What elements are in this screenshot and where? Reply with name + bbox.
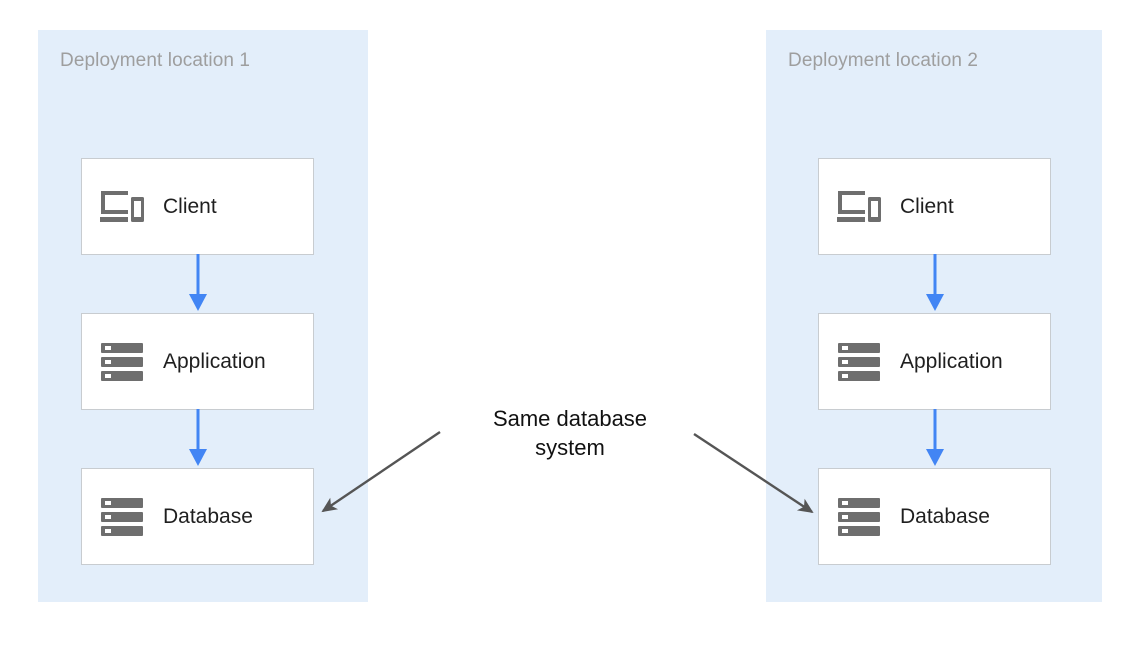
- node-application-location-2[interactable]: Application: [818, 313, 1051, 410]
- connector-application-to-database-location-2: [922, 409, 948, 469]
- node-label: Application: [163, 349, 266, 373]
- deployment-location-1-label: Deployment location 1: [60, 50, 251, 71]
- server-icon: [99, 342, 145, 382]
- connector-client-to-application-location-1: [185, 254, 211, 314]
- connector-application-to-database-location-1: [185, 409, 211, 469]
- connector-client-to-application-location-2: [922, 254, 948, 314]
- node-label: Database: [900, 504, 990, 528]
- deployment-location-2-label: Deployment location 2: [788, 50, 979, 71]
- node-client-location-1[interactable]: Client: [81, 158, 314, 255]
- callout-line-2: system: [535, 435, 605, 460]
- devices-icon: [836, 187, 882, 227]
- server-icon: [836, 497, 882, 537]
- node-label: Application: [900, 349, 1003, 373]
- devices-icon: [99, 187, 145, 227]
- node-label: Client: [900, 194, 954, 218]
- node-application-location-1[interactable]: Application: [81, 313, 314, 410]
- server-icon: [836, 342, 882, 382]
- node-client-location-2[interactable]: Client: [818, 158, 1051, 255]
- callout-label: Same database system: [432, 404, 708, 462]
- callout-line-1: Same database: [492, 406, 648, 431]
- node-database-location-1[interactable]: Database: [81, 468, 314, 565]
- node-label: Client: [163, 194, 217, 218]
- node-label: Database: [163, 504, 253, 528]
- node-database-location-2[interactable]: Database: [818, 468, 1051, 565]
- server-icon: [99, 497, 145, 537]
